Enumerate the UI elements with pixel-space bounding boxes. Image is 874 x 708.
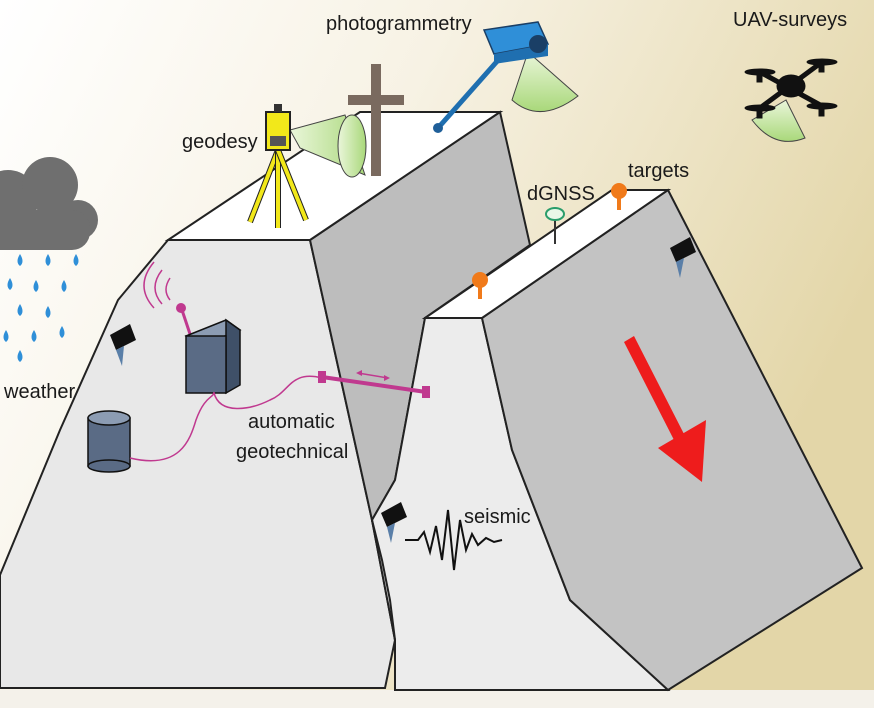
target-icon xyxy=(472,272,488,299)
target-icon xyxy=(611,183,627,210)
movement-arrow-icon xyxy=(624,336,706,482)
cable xyxy=(213,375,323,410)
label-targets: targets xyxy=(628,160,689,182)
cable xyxy=(129,391,215,462)
label-automatic: automatic xyxy=(248,411,335,433)
cloud-icon xyxy=(0,157,98,250)
label-geotechnical: geotechnical xyxy=(236,441,348,463)
label-weather: weather xyxy=(3,381,75,403)
drone-icon xyxy=(744,58,838,119)
camera-cone xyxy=(511,51,579,113)
cylinder-icon xyxy=(87,410,131,473)
camera-icon xyxy=(482,21,550,64)
antenna-head xyxy=(176,303,186,313)
crack-line xyxy=(371,519,396,641)
antenna-waves xyxy=(143,261,171,309)
box-icon xyxy=(184,318,242,395)
label-dgnss: dGNSS xyxy=(527,183,595,205)
left-block-top xyxy=(164,111,504,241)
rain-icon xyxy=(3,254,79,362)
extensometer-icon xyxy=(318,370,430,398)
geodesy-cone-end xyxy=(337,114,367,178)
label-photogrammetry: photogrammetry xyxy=(326,13,472,35)
gnss-receiver-icon xyxy=(545,207,565,244)
sensor-icon xyxy=(381,502,407,543)
sensor-icon xyxy=(110,324,136,366)
label-seismic: seismic xyxy=(464,506,531,528)
seismogram-icon xyxy=(405,509,503,571)
label-geodesy: geodesy xyxy=(182,131,258,153)
right-block-top xyxy=(421,189,672,319)
camera-pole xyxy=(436,56,502,130)
cross-icon xyxy=(348,64,404,176)
sensor-icon xyxy=(670,237,696,278)
total-station-icon xyxy=(247,104,309,228)
ground-strip xyxy=(0,690,874,708)
camera-pole-base xyxy=(433,123,443,133)
label-uav: UAV-surveys xyxy=(733,9,847,31)
drone-cone xyxy=(751,99,806,142)
